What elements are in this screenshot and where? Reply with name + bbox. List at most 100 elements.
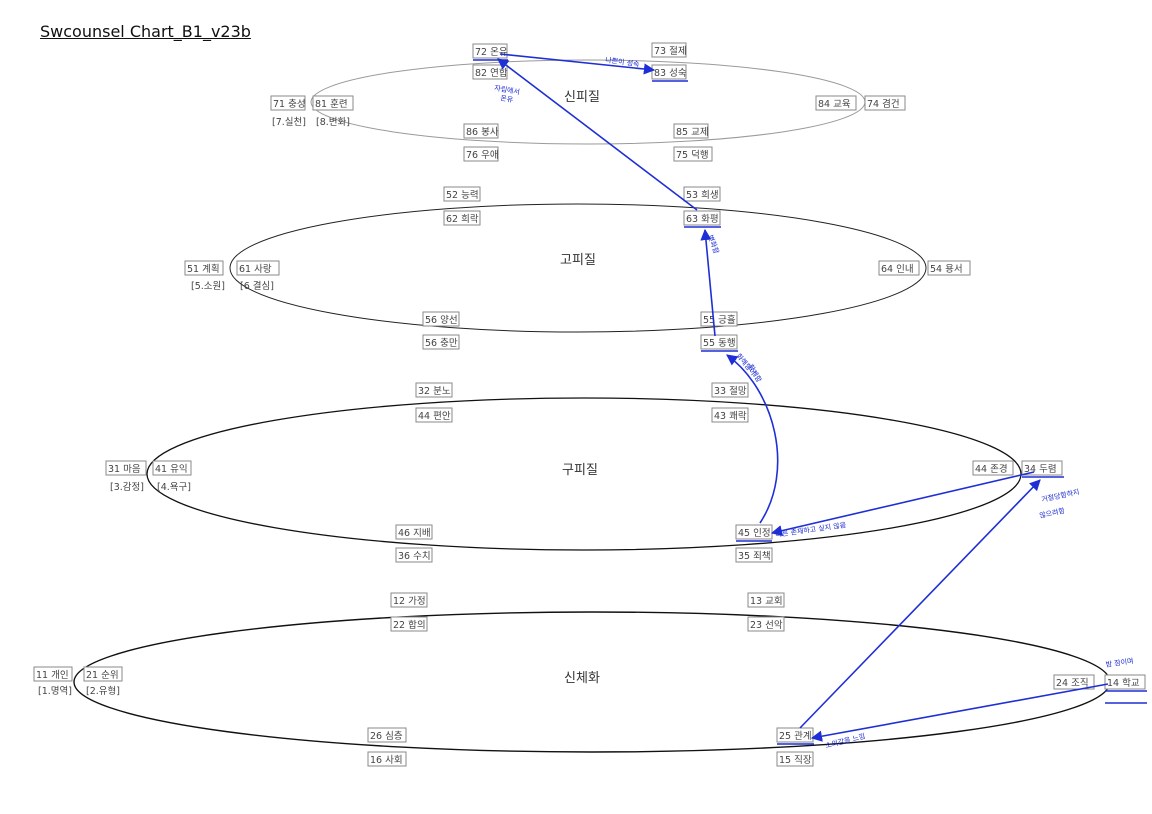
node: 24 조직 (1053, 674, 1095, 690)
node: 56 충만 (422, 334, 460, 350)
node: 33 절망 (711, 382, 749, 398)
node: 55 동행 (700, 334, 738, 350)
node: 61 사랑 (236, 260, 280, 276)
sublabel: [5.소원] (191, 281, 225, 292)
node: 12 가정 (390, 592, 428, 608)
svg-text:32 분노: 32 분노 (418, 386, 451, 397)
node: 11 개인 (33, 666, 73, 682)
node: 25 관계 (776, 727, 814, 743)
ring-archicortex-ellipse (146, 397, 1022, 551)
svg-text:33 절망: 33 절망 (714, 385, 747, 397)
node: 43 쾌락 (711, 407, 749, 423)
svg-text:23 선악: 23 선악 (750, 619, 783, 631)
sublabel: [8.변화] (316, 117, 350, 128)
svg-text:55 긍휼: 55 긍휼 (703, 314, 736, 326)
node: 52 능력 (443, 186, 481, 202)
node: 72 온유 (472, 43, 508, 59)
node: 16 사회 (367, 751, 407, 767)
svg-text:86 봉사: 86 봉사 (466, 127, 499, 138)
node: 31 마음 (105, 460, 147, 476)
svg-text:15 직장: 15 직장 (779, 755, 812, 766)
arrow-72-to-83 (499, 53, 656, 75)
svg-text:12 가정: 12 가정 (393, 596, 426, 607)
svg-text:64 인내: 64 인내 (881, 264, 914, 275)
node: 75 덕행 (673, 146, 713, 162)
svg-text:71 충성: 71 충성 (273, 99, 306, 110)
ring-label: 고피질 (560, 253, 596, 268)
annotation: 자립에서 (494, 83, 521, 96)
svg-text:74 겸건: 74 겸건 (867, 98, 900, 110)
svg-text:56 충만: 56 충만 (425, 338, 458, 349)
svg-text:63 화평: 63 화평 (686, 214, 719, 225)
node: 44 존경 (972, 460, 1014, 476)
svg-text:81 훈련: 81 훈련 (315, 98, 348, 110)
svg-text:72 온유: 72 온유 (475, 47, 508, 58)
svg-text:44 존경: 44 존경 (975, 463, 1008, 475)
svg-text:73 절제: 73 절제 (654, 45, 687, 57)
svg-text:24 조직: 24 조직 (1056, 678, 1089, 689)
svg-text:62 희락: 62 희락 (446, 213, 479, 225)
node: 36 수치 (395, 547, 433, 563)
node: 85 교제 (673, 123, 709, 139)
annotation: 밤 잠이며 (1105, 656, 1134, 669)
node: 54 용서 (927, 260, 971, 276)
svg-text:36 수치: 36 수치 (398, 550, 431, 562)
node: 41 유익 (152, 460, 192, 476)
node: 44 편안 (415, 407, 453, 423)
svg-text:14 학교: 14 학교 (1107, 678, 1140, 689)
arrow-14-to-25 (810, 683, 1109, 742)
node: 14 학교 (1104, 674, 1146, 690)
svg-text:16 사회: 16 사회 (370, 755, 403, 766)
svg-text:35 죄책: 35 죄책 (738, 551, 771, 562)
svg-text:51 계획: 51 계획 (187, 263, 220, 275)
node: 45 인정 (735, 524, 773, 540)
svg-text:61 사랑: 61 사랑 (239, 263, 272, 275)
ring-paleocortex-ellipse (229, 203, 927, 333)
node: 86 봉사 (463, 123, 499, 139)
node: 21 순위 (83, 666, 123, 682)
node: 84 교육 (815, 95, 857, 111)
arrow-25-to-34 (799, 479, 1041, 729)
arrow-63-to-72 (497, 58, 698, 211)
svg-text:45 인정: 45 인정 (738, 528, 771, 539)
sublabel: [6 결심] (240, 281, 274, 292)
ring-label: 신체화 (564, 671, 600, 686)
node: 32 분노 (415, 382, 453, 398)
node: 63 화평 (683, 210, 721, 226)
svg-text:11 개인: 11 개인 (36, 670, 69, 681)
svg-text:21 순위: 21 순위 (86, 669, 119, 681)
svg-text:13 교회: 13 교회 (750, 596, 783, 607)
node: 82 연합 (472, 64, 508, 80)
node: 35 죄책 (735, 547, 773, 563)
svg-text:76 우애: 76 우애 (466, 150, 499, 161)
sublabel: [7.실천] (272, 117, 306, 128)
annotation: 거절당함하지 (1041, 487, 1081, 504)
node: 64 인내 (878, 260, 920, 276)
node: 76 우애 (463, 146, 499, 162)
ring-label: 신피질 (564, 90, 600, 105)
node: 55 긍휼 (700, 311, 738, 327)
svg-text:41 유익: 41 유익 (155, 463, 188, 475)
svg-text:46 지배: 46 지배 (398, 528, 431, 539)
node: 74 겸건 (864, 95, 906, 111)
svg-text:44 편안: 44 편안 (418, 410, 451, 422)
node: 81 훈련 (312, 95, 354, 111)
svg-text:75 덕행: 75 덕행 (676, 149, 709, 161)
svg-text:25 관계: 25 관계 (779, 730, 812, 742)
node: 53 희생 (683, 186, 721, 202)
node: 56 양선 (422, 311, 460, 327)
node: 73 절제 (651, 42, 687, 58)
sublabel: [4.욕구] (157, 482, 191, 493)
annotation: 변화함 (706, 234, 721, 256)
node: 46 지배 (395, 524, 433, 540)
node: 71 충성 (270, 95, 306, 111)
sublabel: [2.유형] (86, 686, 120, 697)
svg-text:56 양선: 56 양선 (425, 315, 458, 326)
chart-title: Swcounsel Chart_B1_v23b (40, 22, 251, 41)
node: 13 교회 (747, 592, 785, 608)
node: 51 계획 (184, 260, 224, 276)
node: 23 선악 (747, 616, 785, 632)
arrow-34-to-45 (770, 471, 1035, 537)
sublabel: [3.감정] (110, 481, 144, 493)
